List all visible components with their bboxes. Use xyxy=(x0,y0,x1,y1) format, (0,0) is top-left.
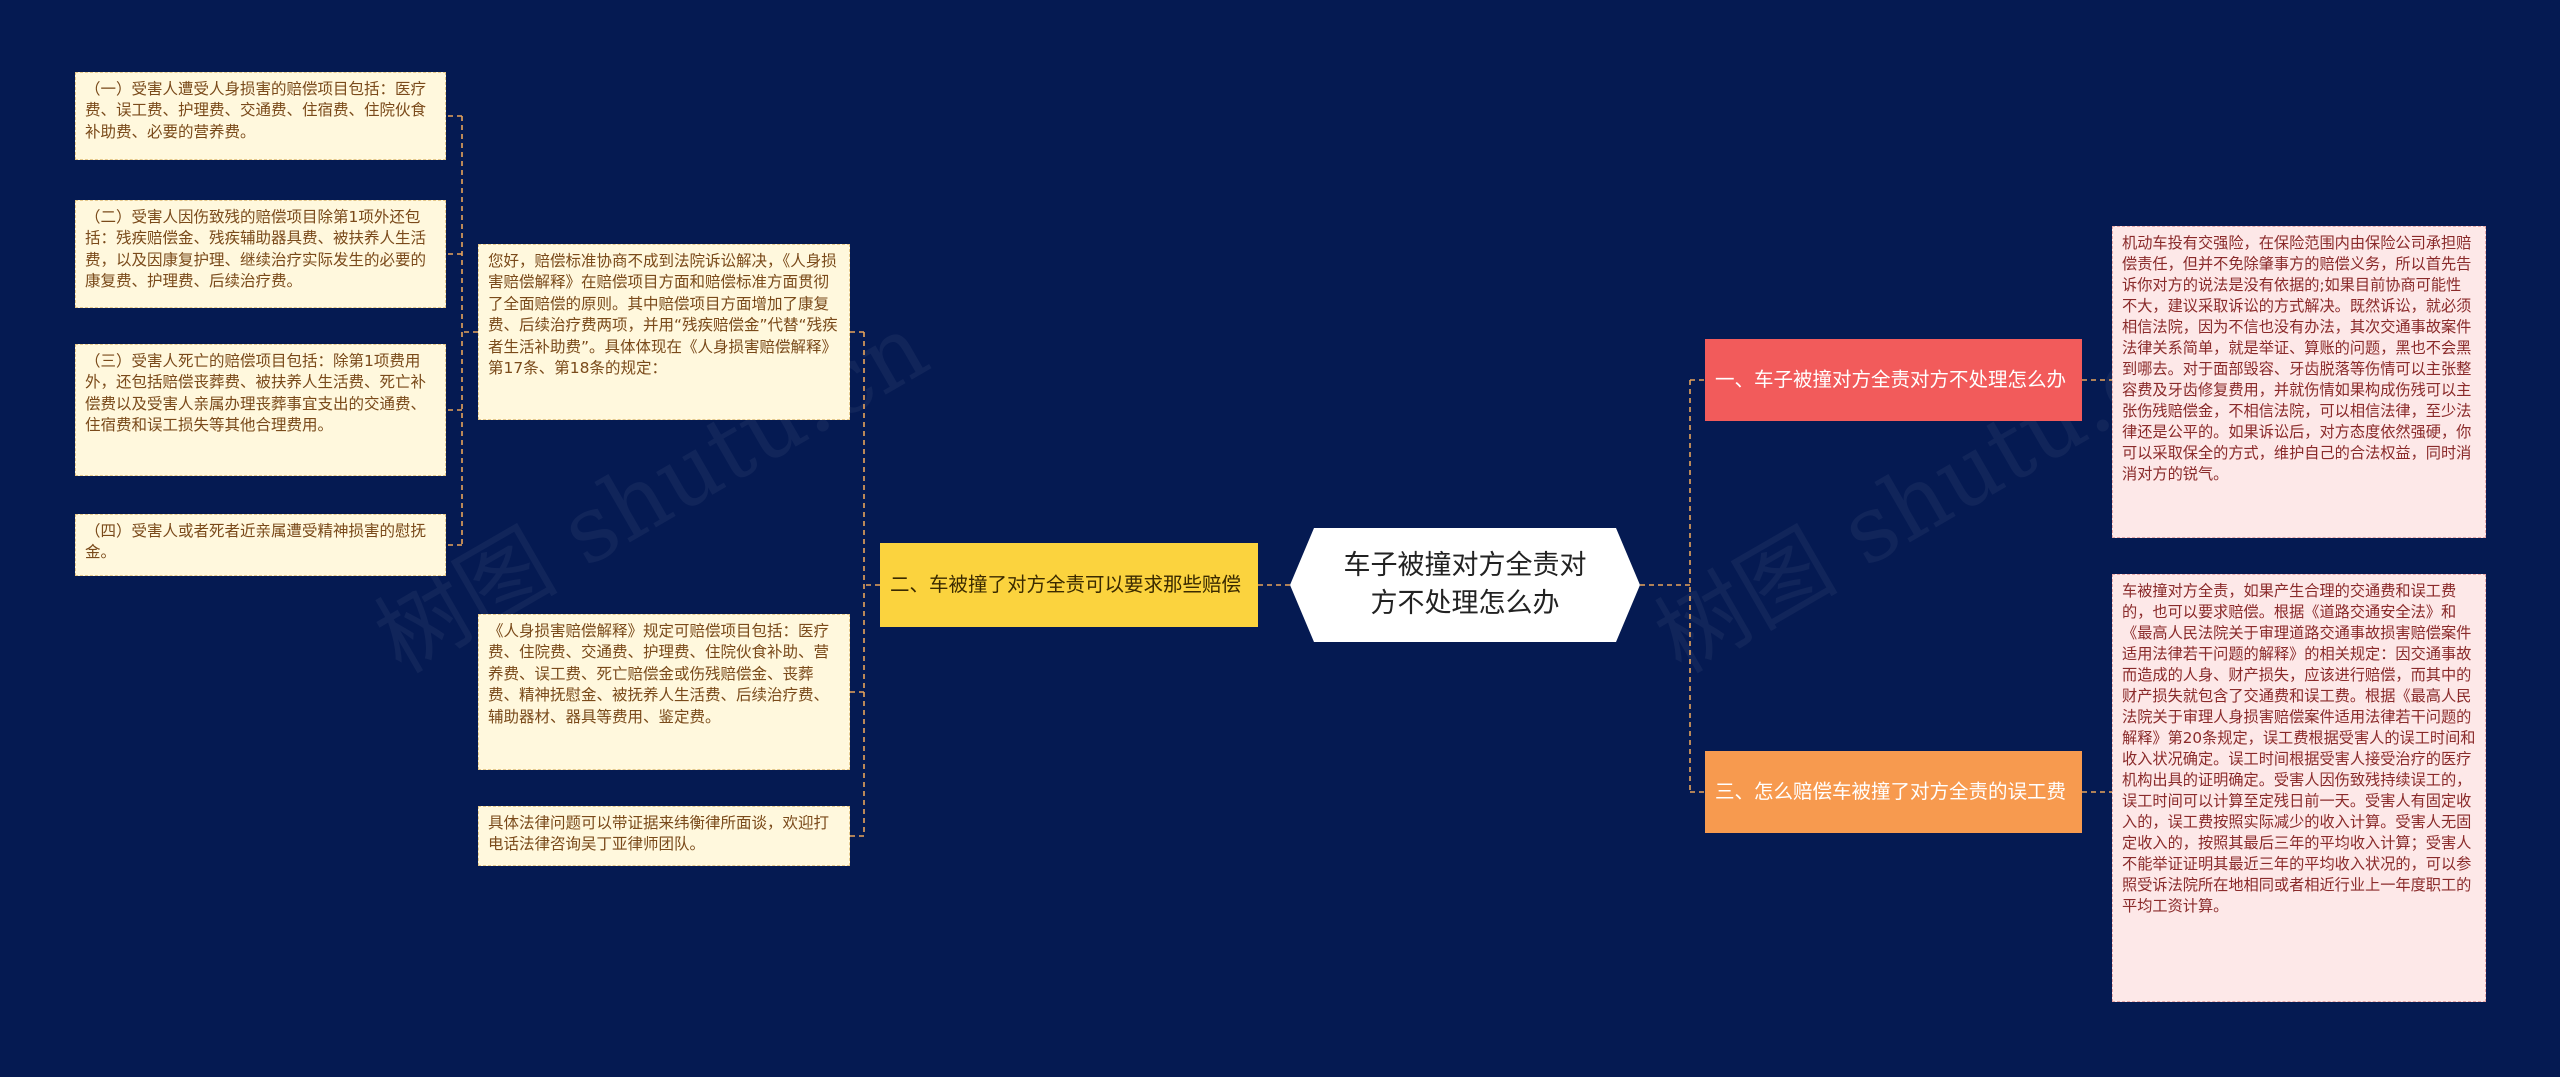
leaf-compensation-standard-text: 您好，赔偿标准协商不成到法院诉讼解决，《人身损害赔偿解释》在赔偿项目方面和赔偿标… xyxy=(488,252,838,377)
leaf-compensation-items-text: 《人身损害赔偿解释》规定可赔偿项目包括：医疗费、住院费、交通费、护理费、住院伙食… xyxy=(488,622,830,726)
leaf-branch3-detail-text: 车被撞对方全责，如果产生合理的交通费和误工费的，也可以要求赔偿。根据《道路交通安… xyxy=(2122,582,2476,915)
leaf-branch1-detail-text: 机动车投有交强险，在保险范围内由保险公司承担赔偿责任，但并不免除肇事方的赔偿义务… xyxy=(2122,234,2472,483)
leaf-compensation-items[interactable]: 《人身损害赔偿解释》规定可赔偿项目包括：医疗费、住院费、交通费、护理费、住院伙食… xyxy=(478,614,850,770)
edge-central-right-trunk xyxy=(1640,380,1691,792)
branch-3-label: 三、怎么赔偿车被撞了对方全责的误工费 xyxy=(1715,780,2067,804)
leaf-item-4-text: （四）受害人或者死者近亲属遭受精神损害的慰抚金。 xyxy=(85,522,427,562)
branch-1[interactable]: 一、车子被撞对方全责对方不处理怎么办 xyxy=(1705,339,2082,421)
leaf-item-3[interactable]: （三）受害人死亡的赔偿项目包括：除第1项费用外，还包括赔偿丧葬费、被扶养人生活费… xyxy=(75,344,446,476)
leaf-item-2-text: （二）受害人因伤致残的赔偿项目除第1项外还包括：残疾赔偿金、残疾辅助器具费、被扶… xyxy=(85,208,427,291)
leaf-item-1-text: （一）受害人遭受人身损害的赔偿项目包括：医疗费、误工费、护理费、交通费、住宿费、… xyxy=(85,80,427,141)
central-topic-label: 车子被撞对方全责对方不处理怎么办 xyxy=(1343,550,1587,619)
branch-2[interactable]: 二、车被撞了对方全责可以要求那些赔偿 xyxy=(880,543,1258,627)
leaf-branch3-detail[interactable]: 车被撞对方全责，如果产生合理的交通费和误工费的，也可以要求赔偿。根据《道路交通安… xyxy=(2112,574,2486,1002)
edge-m1-trunk xyxy=(461,116,478,545)
leaf-consultation[interactable]: 具体法律问题可以带证据来纬衡律所面谈，欢迎打电话法律咨询吴丁亚律师团队。 xyxy=(478,806,850,866)
leaf-item-3-text: （三）受害人死亡的赔偿项目包括：除第1项费用外，还包括赔偿丧葬费、被扶养人生活费… xyxy=(85,352,427,435)
leaf-item-1[interactable]: （一）受害人遭受人身损害的赔偿项目包括：医疗费、误工费、护理费、交通费、住宿费、… xyxy=(75,72,446,160)
branch-1-label: 一、车子被撞对方全责对方不处理怎么办 xyxy=(1715,368,2067,392)
leaf-compensation-standard[interactable]: 您好，赔偿标准协商不成到法院诉讼解决，《人身损害赔偿解释》在赔偿项目方面和赔偿标… xyxy=(478,244,850,420)
branch-3[interactable]: 三、怎么赔偿车被撞了对方全责的误工费 xyxy=(1705,751,2082,833)
leaf-item-2[interactable]: （二）受害人因伤致残的赔偿项目除第1项外还包括：残疾赔偿金、残疾辅助器具费、被扶… xyxy=(75,200,446,308)
branch-2-label: 二、车被撞了对方全责可以要求那些赔偿 xyxy=(890,573,1242,597)
leaf-item-4[interactable]: （四）受害人或者死者近亲属遭受精神损害的慰抚金。 xyxy=(75,514,446,576)
central-topic[interactable]: 车子被撞对方全责对方不处理怎么办 xyxy=(1290,528,1640,642)
leaf-consultation-text: 具体法律问题可以带证据来纬衡律所面谈，欢迎打电话法律咨询吴丁亚律师团队。 xyxy=(488,814,830,854)
edge-branch2-trunk xyxy=(863,332,880,836)
leaf-branch1-detail[interactable]: 机动车投有交强险，在保险范围内由保险公司承担赔偿责任，但并不免除肇事方的赔偿义务… xyxy=(2112,226,2486,538)
